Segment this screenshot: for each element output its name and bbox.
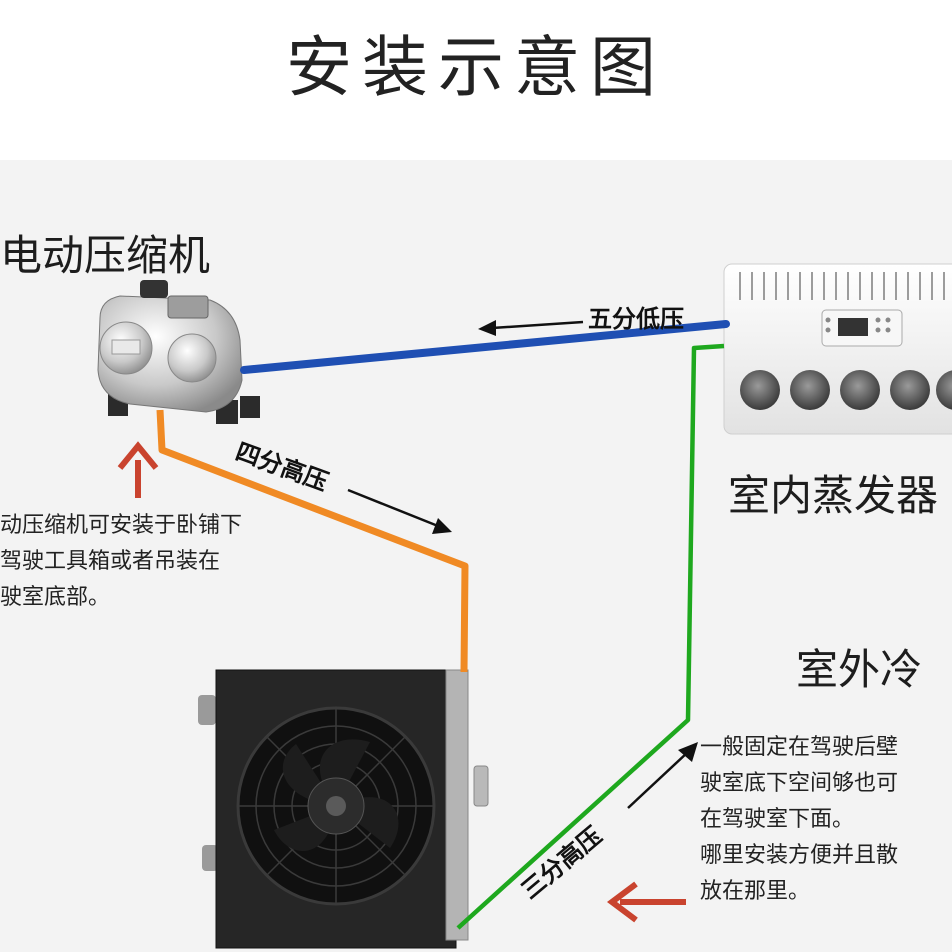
condenser-note-line: 哪里安装方便并且散 bbox=[700, 843, 899, 868]
control-panel bbox=[821, 309, 903, 347]
compressor-hint-arrow bbox=[117, 441, 159, 498]
low-pressure-flow-arrow bbox=[478, 320, 584, 336]
evaporator-label: 室内蒸发器 bbox=[728, 471, 939, 520]
condenser-note-line: 放在那里。 bbox=[700, 879, 811, 904]
condenser-unit bbox=[198, 669, 489, 949]
page-title: 安装示意图 bbox=[286, 29, 666, 106]
low-pressure-label: 五分低压 bbox=[588, 305, 684, 333]
compressor-unit bbox=[97, 280, 260, 424]
compressor-note: 动压缩机可安装于卧铺下 驾驶工具箱或者吊装在 驶室底部。 bbox=[0, 508, 242, 616]
liquid-flow-arrow bbox=[627, 742, 698, 809]
liquid-pipe bbox=[456, 343, 725, 930]
condenser-note-line: 在驾驶室下面。 bbox=[700, 807, 855, 832]
high-pressure-flow-arrow bbox=[347, 488, 452, 534]
condenser-label: 室外冷 bbox=[796, 645, 923, 694]
condenser-note-line: 驶室底下空间够也可 bbox=[700, 771, 899, 796]
condenser-hint-arrow bbox=[607, 881, 686, 923]
compressor-label: 电动压缩机 bbox=[0, 231, 211, 280]
high-pressure-4-label: 四分高压 bbox=[232, 437, 332, 496]
condenser-note: 一般固定在驾驶后壁 驶室底下空间够也可 在驾驶室下面。 哪里安装方便并且散 放在… bbox=[700, 730, 898, 910]
high-pressure-pipe bbox=[156, 409, 469, 673]
condenser-fan bbox=[236, 706, 436, 906]
evaporator-grille bbox=[739, 272, 945, 300]
low-pressure-pipe bbox=[240, 320, 730, 374]
air-vents bbox=[740, 370, 952, 410]
compressor-note-line: 动压缩机可安装于卧铺下 bbox=[0, 513, 243, 538]
compressor-note-line: 驶室底部。 bbox=[0, 585, 111, 610]
compressor-note-line: 驾驶工具箱或者吊装在 bbox=[0, 549, 221, 574]
condenser-note-line: 一般固定在驾驶后壁 bbox=[700, 735, 899, 760]
evaporator-unit bbox=[723, 263, 952, 435]
